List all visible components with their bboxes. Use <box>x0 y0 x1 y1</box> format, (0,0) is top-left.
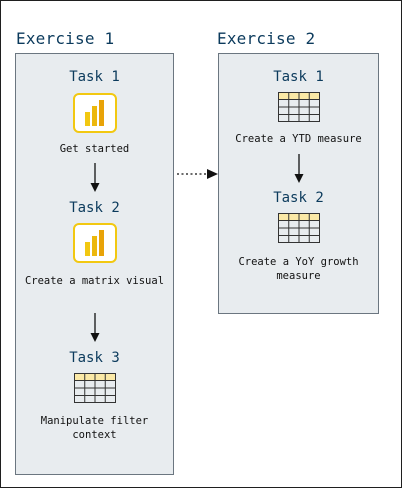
powerbi-icon <box>73 93 117 133</box>
dotted-arrow-right-icon <box>177 169 218 179</box>
ex1-task-2-title: Task 2 <box>69 200 120 216</box>
table-grid-icon <box>278 92 320 122</box>
ex2-task-2-title: Task 2 <box>273 190 324 206</box>
arrow-down-icon <box>90 313 100 342</box>
powerbi-icon <box>73 223 117 263</box>
ex2-task-2-desc: Create a YoY growth measure <box>238 256 359 282</box>
exercise-2-panel: Task 1 Create a YTD measure Task 2 <box>218 53 379 314</box>
arrow-down-icon <box>90 163 100 192</box>
exercise-1-panel: Task 1 Get started Task 2 Create a matri… <box>15 53 174 475</box>
ex2-task-1-title: Task 1 <box>273 69 324 85</box>
exercise-2-title: Exercise 2 <box>217 29 316 48</box>
ex1-task-1-title: Task 1 <box>69 69 120 85</box>
exercise-1-title: Exercise 1 <box>16 29 115 48</box>
ex1-task-3-desc: Manipulate filter context <box>40 415 149 441</box>
table-grid-icon <box>278 213 320 243</box>
arrow-down-icon <box>294 154 304 183</box>
table-grid-icon <box>74 373 116 403</box>
ex1-task-2-desc: Create a matrix visual <box>24 275 165 287</box>
ex1-task-1-desc: Get started <box>59 143 130 155</box>
ex2-task-1-desc: Create a YTD measure <box>235 133 362 145</box>
ex1-task-3-title: Task 3 <box>69 350 120 366</box>
